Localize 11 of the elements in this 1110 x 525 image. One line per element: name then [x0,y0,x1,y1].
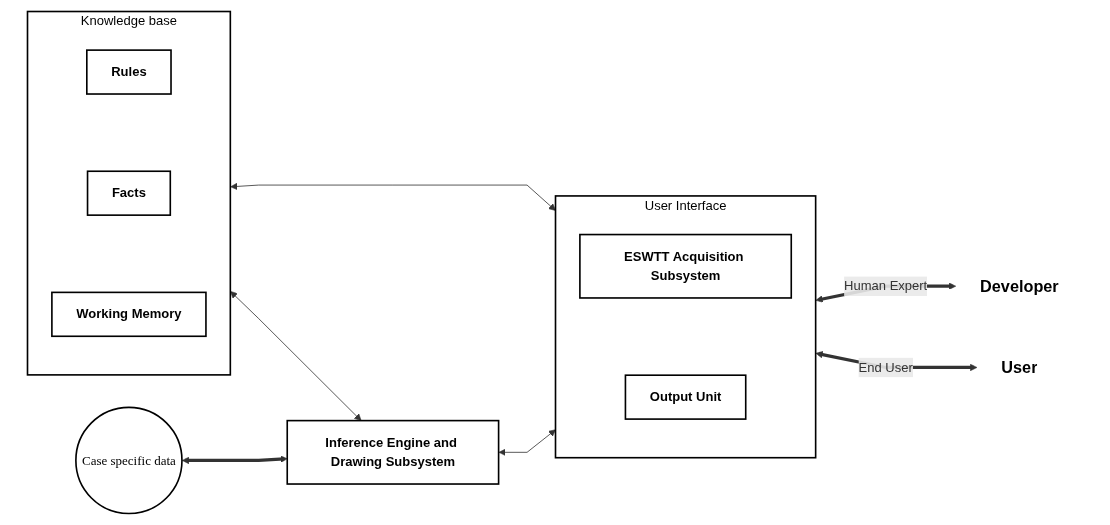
node-text: User [1001,358,1038,377]
node-circle: Case specific data [74,406,183,515]
node-text: Developer [979,277,1059,296]
node-box: ESWTT Acquisition Subsystem [578,233,792,299]
edge-label: Human Expert [843,278,927,293]
node-box: Output Unit [624,374,747,420]
node-box: Working Memory [50,291,207,338]
node-box: Rules [85,49,172,95]
edge-label: End User [858,360,913,374]
node-box: Facts [86,170,171,216]
node-box: Inference Engine and Drawing Subsystem [286,419,500,485]
